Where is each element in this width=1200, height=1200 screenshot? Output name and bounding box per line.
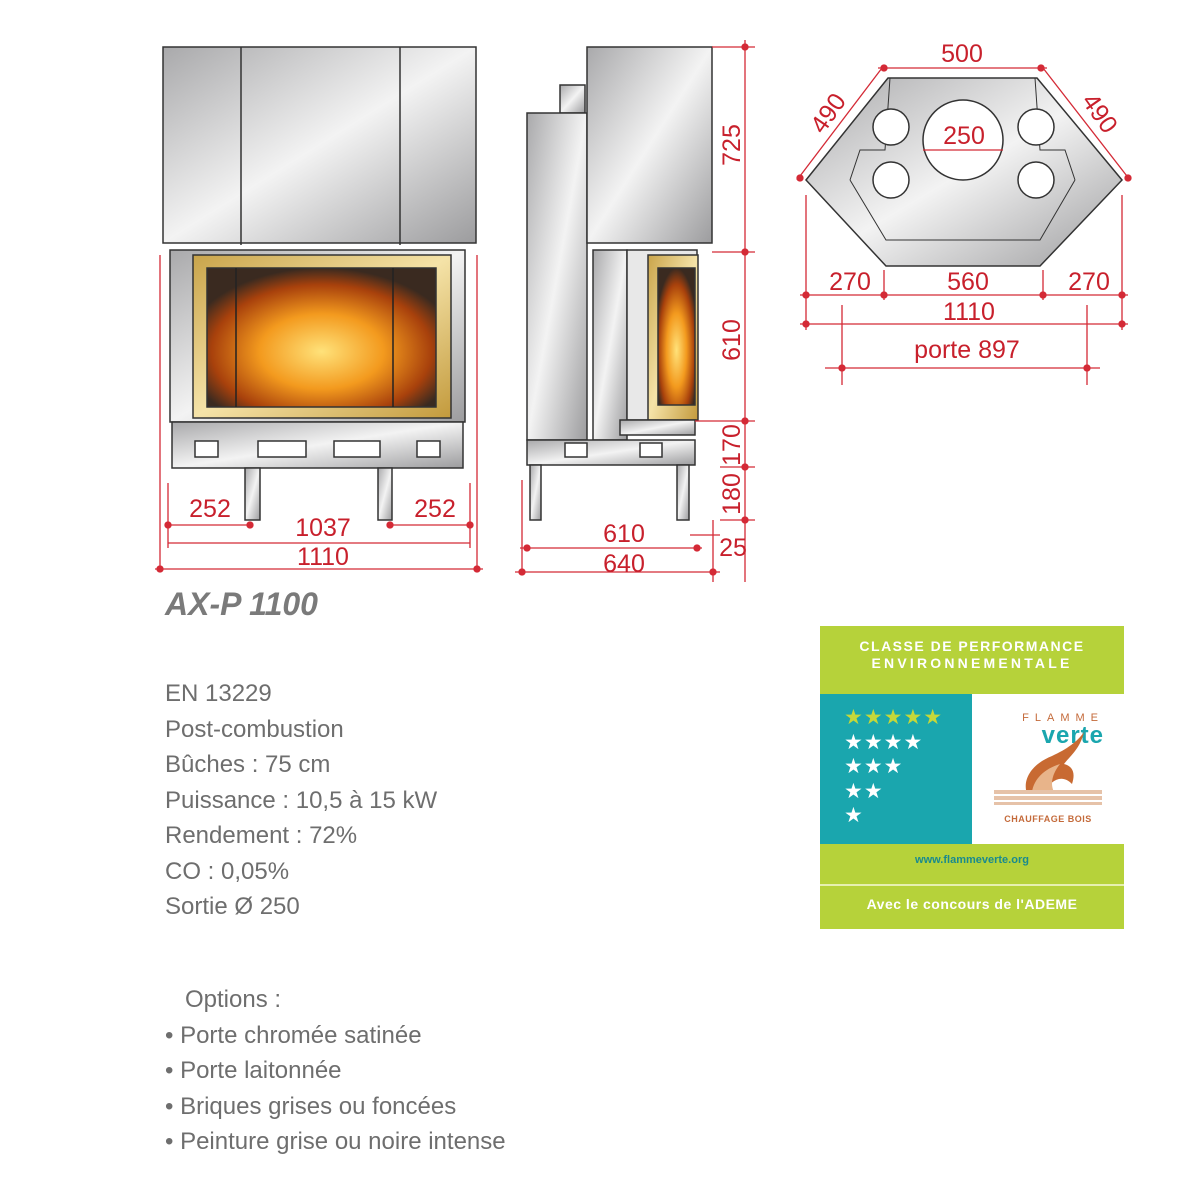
dim-top-door: porte 897 bbox=[914, 336, 1020, 364]
spec-item: Post-combustion bbox=[165, 715, 344, 743]
dim-side-offset: 25 bbox=[719, 534, 747, 562]
dim-side-top-height: 725 bbox=[718, 124, 746, 166]
front-dimensions bbox=[155, 255, 483, 573]
star-rating-panel: ★★★★★ ★★★★ ★★★ ★★ ★ bbox=[820, 694, 972, 844]
option-item: • Briques grises ou foncées bbox=[165, 1092, 457, 1120]
dim-side-depth-inner: 610 bbox=[603, 520, 645, 548]
dim-side-legs-height: 180 bbox=[718, 473, 746, 515]
technical-drawing: 252 252 1037 1110 725 610 170 180 25 610… bbox=[155, 40, 1132, 582]
option-item: • Porte laitonnée bbox=[165, 1057, 342, 1084]
spec-list: EN 13229 Post-combustion Bûches : 75 cm … bbox=[165, 676, 437, 925]
front-view bbox=[162, 46, 477, 521]
dim-top-back-total: 1110 bbox=[943, 298, 995, 326]
spec-item: EN 13229 bbox=[165, 680, 272, 707]
option-item: • Peinture grise ou noire intense bbox=[165, 1128, 506, 1155]
logo-sub-text: CHAUFFAGE BOIS bbox=[1004, 814, 1092, 824]
badge-heading: CLASSE DE PERFORMANCE ENVIRONNEMENTALE bbox=[820, 638, 1124, 672]
dim-top-back-mid: 560 bbox=[947, 268, 989, 296]
badge-url: www.flammeverte.org bbox=[915, 854, 1029, 866]
dim-front-side-left: 252 bbox=[189, 495, 231, 523]
spec-item: Puissance : 10,5 à 15 kW bbox=[165, 786, 438, 814]
spec-item: Rendement : 72% bbox=[165, 822, 358, 849]
spec-item: Bûches : 75 cm bbox=[165, 751, 331, 778]
top-dimensions bbox=[796, 64, 1132, 385]
dim-front-inner: 1037 bbox=[295, 514, 351, 542]
flamme-verte-logo: FLAMME verte CHAUFFAGE BOIS bbox=[972, 694, 1124, 844]
logo-top-text: FLAMME bbox=[1022, 712, 1104, 724]
flamme-verte-badge: CLASSE DE PERFORMANCE ENVIRONNEMENTALE ★… bbox=[820, 626, 1124, 929]
options-heading: Options : bbox=[185, 986, 282, 1013]
star-icon-row-3: ★★★ bbox=[844, 755, 904, 778]
badge-divider bbox=[820, 884, 1124, 886]
dim-side-base-height: 170 bbox=[718, 424, 746, 466]
options-list: Options : • Porte chromée satinée • Port… bbox=[165, 982, 506, 1160]
side-dimensions bbox=[515, 40, 755, 582]
dim-front-side-right: 252 bbox=[414, 495, 456, 523]
badge-footer: Avec le concours de l'ADEME bbox=[866, 896, 1078, 912]
star-icon-row-4: ★★★★ bbox=[844, 730, 924, 754]
badge-heading-line1: CLASSE DE PERFORMANCE bbox=[859, 638, 1085, 654]
side-view bbox=[526, 46, 713, 521]
spec-item: Sortie Ø 250 bbox=[165, 893, 300, 920]
badge-heading-line2: ENVIRONNEMENTALE bbox=[871, 655, 1073, 671]
model-title: AX-P 1100 bbox=[165, 586, 318, 622]
dim-top-back-left: 270 bbox=[829, 268, 871, 296]
flame-icon bbox=[994, 732, 1102, 805]
star-icon-row-1: ★ bbox=[844, 804, 864, 827]
dim-top-front: 500 bbox=[941, 40, 983, 68]
star-icon-row-2: ★★ bbox=[844, 779, 884, 803]
star-icon-row-5: ★★★★★ bbox=[844, 706, 944, 729]
top-view bbox=[805, 77, 1124, 267]
dim-top-diag-right: 490 bbox=[1076, 88, 1123, 138]
dim-side-depth-total: 640 bbox=[603, 550, 645, 578]
option-item: • Porte chromée satinée bbox=[165, 1021, 422, 1049]
dim-top-flue: 250 bbox=[943, 122, 985, 150]
spec-item: CO : 0,05% bbox=[165, 857, 290, 885]
dim-front-total: 1110 bbox=[297, 543, 349, 571]
dim-side-door-height: 610 bbox=[718, 319, 746, 361]
dim-top-back-right: 270 bbox=[1068, 268, 1110, 296]
